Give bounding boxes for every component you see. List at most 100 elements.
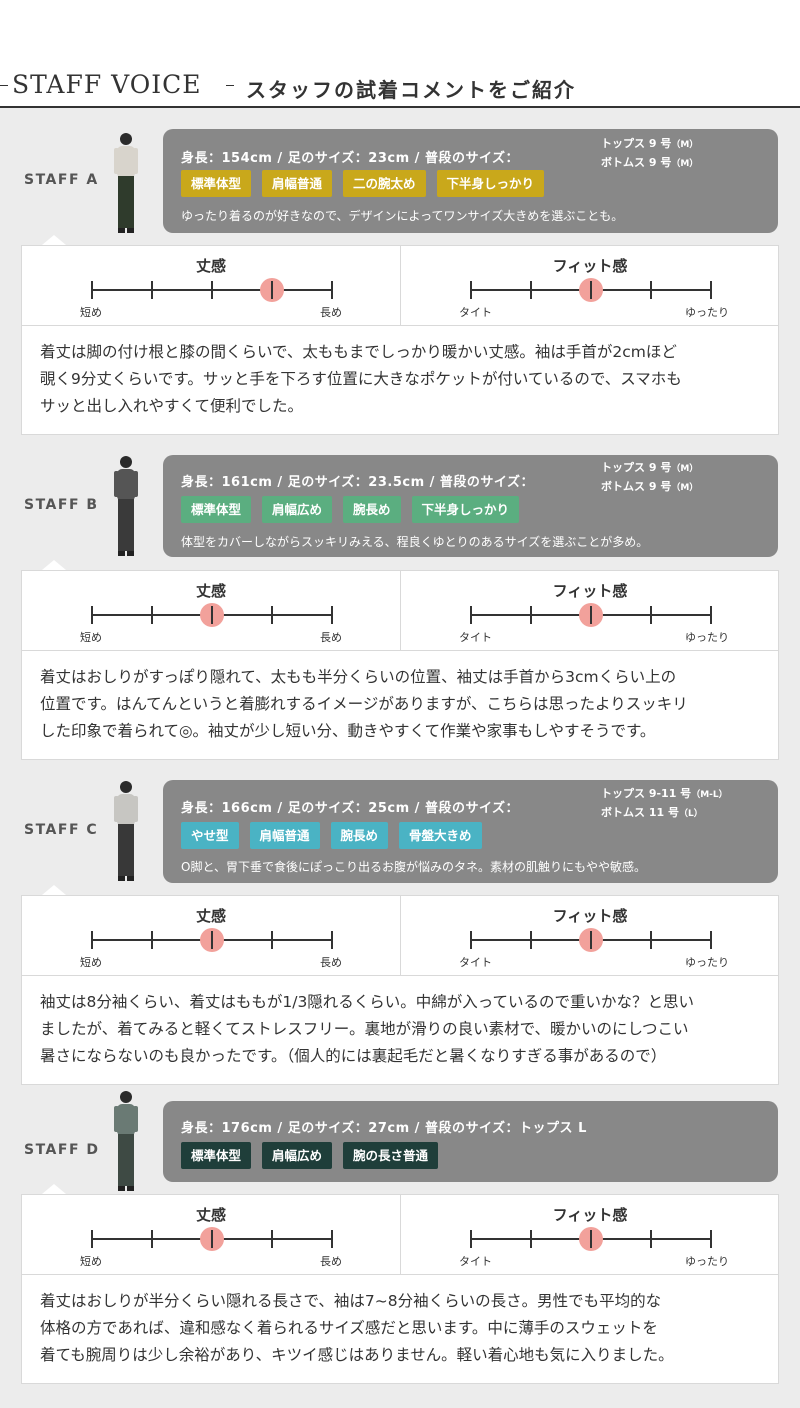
fit-title: フィット感 bbox=[552, 907, 628, 925]
staff-label: STAFF A bbox=[24, 172, 99, 188]
fit-scales: 丈感 短め 長め フィット感 タイト ゆったり bbox=[22, 896, 778, 976]
usual-size: トップス 9-11 号（M-L） ボトムス 11 号（L） bbox=[601, 785, 728, 823]
review-card: 丈感 短め 長め フィット感 タイト ゆったり 袖丈は8分袖くらい、着丈はももが… bbox=[21, 895, 779, 1085]
size-bottoms-note: （M） bbox=[671, 159, 699, 169]
length-tick bbox=[91, 606, 93, 624]
comment-line: サッと出し入れやすくて便利でした。 bbox=[40, 397, 304, 415]
fit-tick bbox=[530, 281, 532, 299]
fit-max-label: ゆったり bbox=[685, 306, 729, 319]
review-comment: 袖丈は8分袖くらい、着丈はももが1/3隠れるくらい。中綿が入っているので重いかな… bbox=[40, 989, 770, 1070]
fit-scales: 丈感 短め 長め フィット感 タイト ゆったり bbox=[22, 1195, 778, 1275]
staff-info-box: 身長：166cm / 足のサイズ：25cm / 普段のサイズ： トップス 9-1… bbox=[163, 780, 778, 883]
length-tick bbox=[91, 281, 93, 299]
body-type-tags: 標準体型肩幅普通二の腕太め下半身しっかり bbox=[181, 170, 545, 197]
length-scale: 丈感 短め 長め bbox=[22, 1195, 400, 1275]
size-bottoms-note: （L） bbox=[678, 809, 703, 819]
size-tops-note: （M） bbox=[671, 140, 699, 150]
comment-line: 着丈はおしりがすっぽり隠れて、太もも半分くらいの位置、袖丈は手首から3cmくらい… bbox=[40, 668, 677, 686]
header-dash-right bbox=[226, 85, 234, 86]
fit-tick bbox=[470, 931, 472, 949]
body-type-tag: 腕の長さ普通 bbox=[343, 1142, 439, 1169]
length-title: 丈感 bbox=[195, 1206, 226, 1224]
fit-min-label: タイト bbox=[459, 956, 492, 969]
fit-tick bbox=[650, 931, 652, 949]
body-type-tags: やせ型肩幅普通腕長め骨盤大きめ bbox=[181, 822, 482, 849]
length-marker bbox=[200, 1227, 224, 1251]
length-scale: 丈感 短め 長め bbox=[22, 571, 400, 651]
fit-tick bbox=[710, 1230, 712, 1248]
length-max-label: 長め bbox=[320, 1255, 342, 1268]
length-tick bbox=[271, 931, 273, 949]
length-tick bbox=[331, 606, 333, 624]
card-pointer bbox=[42, 1184, 66, 1194]
staff-description: 体型をカバーしながらスッキリみえる、程良くゆとりのあるサイズを選ぶことが多め。 bbox=[181, 535, 649, 549]
comment-line: 暑さにならないのも良かったです。（個人的には裏起毛だと暑くなりすぎる事があるので… bbox=[40, 1047, 667, 1065]
length-min-label: 短め bbox=[80, 956, 102, 969]
size-tops: トップス 9 号 bbox=[601, 137, 672, 150]
review-comment: 着丈は脚の付け根と膝の間くらいで、太ももまでしっかり暖かい丈感。袖は手首が2cm… bbox=[40, 339, 770, 420]
review-comment: 着丈はおしりがすっぽり隠れて、太もも半分くらいの位置、袖丈は手首から3cmくらい… bbox=[40, 664, 770, 745]
staff-photo bbox=[106, 130, 146, 244]
fit-tick bbox=[530, 606, 532, 624]
fit-scale: フィット感 タイト ゆったり bbox=[400, 246, 778, 326]
fit-tick bbox=[530, 931, 532, 949]
staff-photo bbox=[106, 1088, 146, 1202]
fit-scale: フィット感 タイト ゆったり bbox=[400, 571, 778, 651]
fit-scales: 丈感 短め 長め フィット感 タイト ゆったり bbox=[22, 246, 778, 326]
length-tick bbox=[271, 1230, 273, 1248]
size-bottoms: ボトムス 9 号 bbox=[601, 480, 672, 493]
size-tops: トップス 9-11 号 bbox=[601, 787, 692, 800]
length-tick bbox=[331, 1230, 333, 1248]
comment-line: ましたが、着てみると軽くてストレスフリー。裏地が滑りの良い素材で、暖かいのにしつ… bbox=[40, 1020, 689, 1038]
length-title: 丈感 bbox=[195, 582, 226, 600]
fit-scales: 丈感 短め 長め フィット感 タイト ゆったり bbox=[22, 571, 778, 651]
length-tick bbox=[91, 1230, 93, 1248]
staff-description: ゆったり着るのが好きなので、デザインによってワンサイズ大きめを選ぶことも。 bbox=[181, 209, 624, 223]
fit-tick bbox=[710, 931, 712, 949]
body-type-tag: 肩幅広め bbox=[262, 1142, 333, 1169]
card-pointer bbox=[42, 560, 66, 570]
staff-photo bbox=[106, 778, 146, 892]
fit-tick bbox=[470, 606, 472, 624]
fit-min-label: タイト bbox=[459, 306, 492, 319]
size-bottoms: ボトムス 9 号 bbox=[601, 156, 672, 169]
length-max-label: 長め bbox=[320, 631, 342, 644]
fit-title: フィット感 bbox=[552, 582, 628, 600]
length-marker bbox=[200, 603, 224, 627]
comment-line: 覗く9分丈くらいです。サッと手を下ろす位置に大きなポケットが付いているので、スマ… bbox=[40, 370, 682, 388]
fit-max-label: ゆったり bbox=[685, 956, 729, 969]
card-pointer bbox=[42, 235, 66, 245]
body-type-tag: 標準体型 bbox=[181, 496, 252, 523]
body-type-tag: 標準体型 bbox=[181, 170, 252, 197]
size-tops: トップス 9 号 bbox=[601, 461, 672, 474]
fit-min-label: タイト bbox=[459, 631, 492, 644]
length-max-label: 長め bbox=[320, 306, 342, 319]
fit-max-label: ゆったり bbox=[685, 1255, 729, 1268]
usual-size: トップス 9 号（M） ボトムス 9 号（M） bbox=[601, 459, 698, 497]
fit-tick bbox=[530, 1230, 532, 1248]
staff-label: STAFF C bbox=[24, 822, 99, 838]
review-card: 丈感 短め 長め フィット感 タイト ゆったり 着丈は脚の付け根と膝の間くらいで… bbox=[21, 245, 779, 435]
staff-label: STAFF B bbox=[24, 497, 99, 513]
staff-label: STAFF D bbox=[24, 1142, 100, 1158]
body-type-tag: 標準体型 bbox=[181, 1142, 252, 1169]
length-title: 丈感 bbox=[195, 257, 226, 275]
header-title-en: STAFF VOICE bbox=[12, 70, 202, 99]
fit-tick bbox=[650, 1230, 652, 1248]
length-min-label: 短め bbox=[80, 306, 102, 319]
comment-line: 位置です。はんてんというと着膨れするイメージがありますが、こちらは思ったよりスッ… bbox=[40, 695, 688, 713]
fit-tick bbox=[710, 606, 712, 624]
body-type-tag: 下半身しっかり bbox=[411, 496, 520, 523]
fit-marker bbox=[579, 928, 603, 952]
review-card: 丈感 短め 長め フィット感 タイト ゆったり 着丈はおしりがすっぽり隠れて、太… bbox=[21, 570, 779, 760]
length-tick bbox=[91, 931, 93, 949]
fit-tick bbox=[650, 281, 652, 299]
fit-title: フィット感 bbox=[552, 257, 628, 275]
length-tick bbox=[151, 606, 153, 624]
fit-title: フィット感 bbox=[552, 1206, 628, 1224]
staff-info-box: 身長：154cm / 足のサイズ：23cm / 普段のサイズ： トップス 9 号… bbox=[163, 129, 778, 233]
length-scale: 丈感 短め 長め bbox=[22, 246, 400, 326]
staff-photo bbox=[106, 453, 146, 567]
length-tick bbox=[151, 1230, 153, 1248]
fit-min-label: タイト bbox=[459, 1255, 492, 1268]
